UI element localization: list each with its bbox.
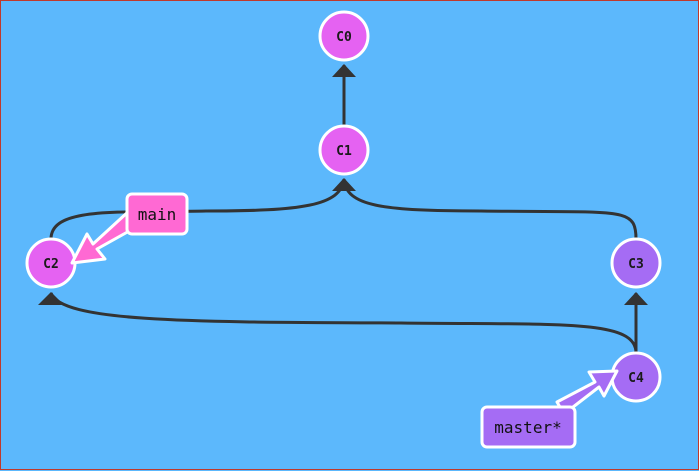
- branch-master-label: master*: [494, 418, 561, 437]
- commit-node-c4[interactable]: C4: [610, 351, 662, 403]
- branch-master[interactable]: master*: [480, 369, 619, 449]
- branch-main[interactable]: main: [70, 192, 189, 265]
- arrowhead-c1: [332, 178, 356, 191]
- commit-node-c2[interactable]: C2: [25, 237, 77, 289]
- commit-label-c4: C4: [628, 371, 644, 386]
- commit-node-c3[interactable]: C3: [610, 237, 662, 289]
- commit-node-c0[interactable]: C0: [318, 10, 370, 62]
- commit-node-c1[interactable]: C1: [318, 124, 370, 176]
- arrowheads: [38, 64, 648, 305]
- commit-label-c0: C0: [336, 30, 352, 45]
- arrowhead-c2: [38, 292, 64, 305]
- commit-label-c2: C2: [43, 257, 59, 272]
- edge-c4-to-c2: [49, 292, 638, 354]
- arrowhead-c3: [624, 292, 648, 305]
- edge-c3-to-c1: [342, 178, 638, 240]
- edge-c2-to-c1: [49, 178, 346, 240]
- branch-main-label: main: [138, 205, 177, 224]
- edges: [49, 65, 638, 354]
- branch-main-box: [125, 192, 189, 236]
- commit-label-c1: C1: [336, 144, 352, 159]
- arrowhead-c0: [332, 64, 356, 77]
- branch-master-arrow: [555, 369, 619, 416]
- branch-master-box: [480, 405, 577, 449]
- commit-label-c3: C3: [628, 257, 644, 272]
